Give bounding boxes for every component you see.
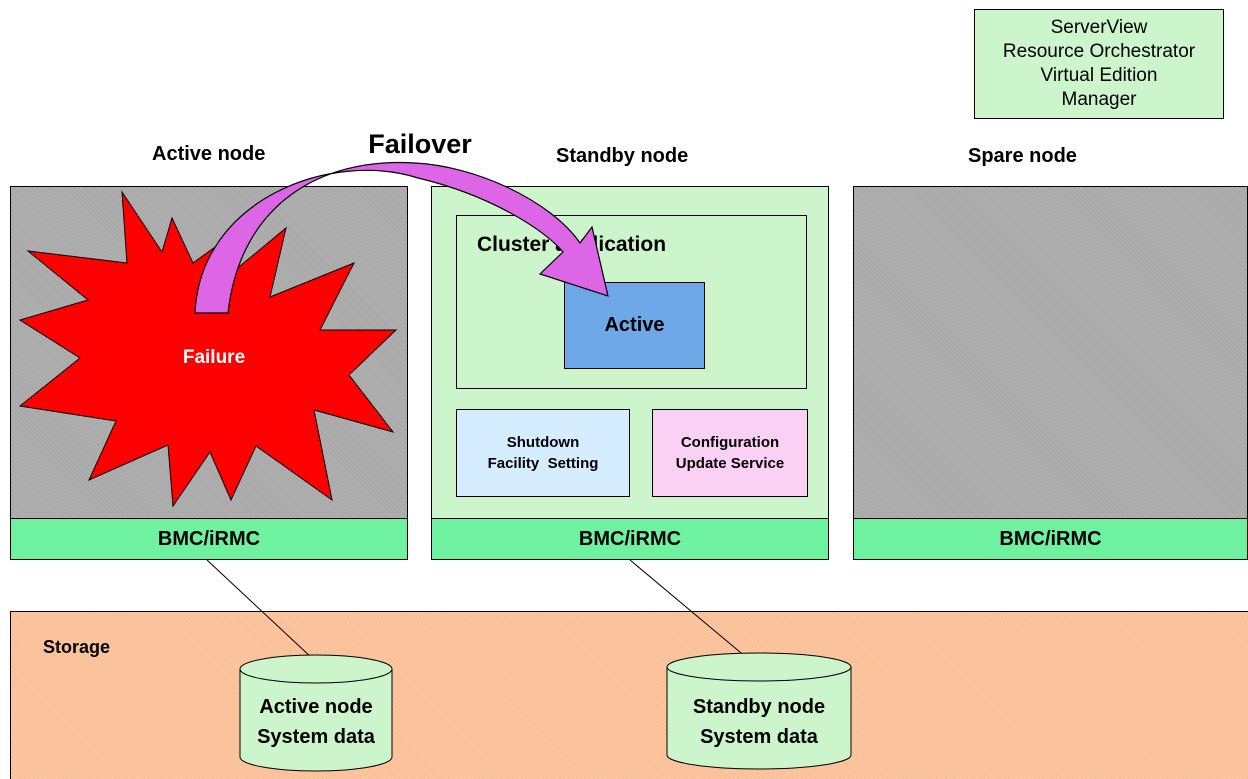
- manager-line-1: ServerView: [1050, 17, 1148, 38]
- spare-node: [853, 186, 1248, 519]
- manager-line-3: Virtual Edition: [1040, 65, 1158, 86]
- failure-label: Failure: [183, 347, 245, 368]
- configuration-update-box: Configuration Update Service: [652, 409, 808, 497]
- manager-box: ServerView Resource Orchestrator Virtual…: [974, 9, 1224, 119]
- shutdown-facility-box: Shutdown Facility Setting: [456, 409, 630, 497]
- standby-system-data-cylinder: [666, 652, 852, 770]
- active-cylinder-line2: System data: [257, 726, 376, 748]
- failure-starburst: [18, 190, 398, 508]
- cluster-application-box: [456, 215, 807, 389]
- spare-node-bmc: BMC/iRMC: [853, 518, 1248, 560]
- standby-cylinder-line1: Standby node: [693, 696, 825, 718]
- spare-node-label: Spare node: [968, 145, 1077, 167]
- failover-arrow: [194, 161, 609, 314]
- active-cylinder-line1: Active node: [259, 696, 372, 718]
- standby-node-bmc: BMC/iRMC: [431, 518, 829, 560]
- standby-cylinder-line2: System data: [700, 726, 819, 748]
- manager-line-2: Resource Orchestrator: [1002, 41, 1196, 62]
- configuration-update-line2: Update Service: [675, 455, 785, 472]
- shutdown-facility-line2: Facility Setting: [487, 455, 599, 472]
- active-system-data-cylinder: [239, 654, 393, 772]
- active-node-label: Active node: [152, 143, 266, 165]
- manager-line-4: Manager: [1061, 89, 1137, 110]
- storage-area: [10, 611, 1248, 779]
- shutdown-facility-line1: Shutdown: [506, 434, 580, 451]
- configuration-update-line1: Configuration: [680, 434, 780, 451]
- standby-connector-line: [629, 559, 760, 669]
- storage-label: Storage: [43, 637, 111, 657]
- cluster-active-box: Active: [564, 282, 705, 369]
- active-node-bmc: BMC/iRMC: [10, 518, 408, 560]
- standby-node-label: Standby node: [556, 145, 689, 167]
- failover-label: Failover: [368, 129, 472, 159]
